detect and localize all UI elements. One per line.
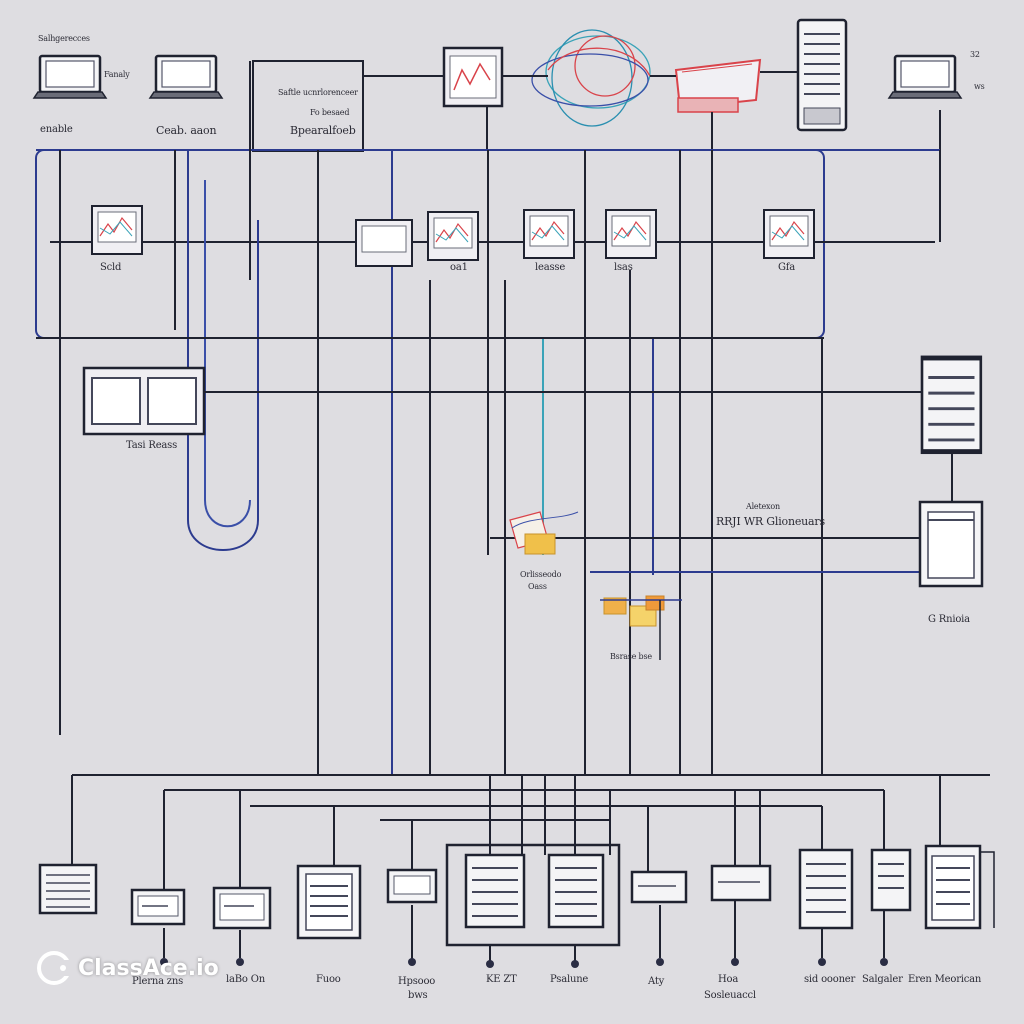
cluster-label-line2: RRJI WR Glioneuars bbox=[716, 515, 825, 528]
gateway-label-line3: Bpearalfoeb bbox=[290, 124, 356, 137]
monitor-panel-5 bbox=[605, 209, 657, 259]
laptop-icon bbox=[386, 868, 438, 904]
gateway-label-line2: Fo besaed bbox=[310, 108, 350, 117]
bottom-label-5: KE ZT bbox=[486, 974, 517, 985]
switch-icon bbox=[630, 870, 688, 904]
classace-logo-icon bbox=[37, 951, 72, 985]
switch-icon bbox=[710, 864, 772, 902]
watermark: ClassAce.io bbox=[36, 948, 219, 988]
panel-1-label: Scld bbox=[100, 262, 122, 273]
gateway-label-line1: Saftle ucnrlorenceer bbox=[278, 88, 358, 97]
server-icon bbox=[918, 500, 984, 588]
server-icon bbox=[798, 848, 854, 930]
bottom-label-11: Eren Meorican bbox=[908, 974, 982, 985]
bottom-label-8-line2: Sosleuaccl bbox=[704, 990, 756, 1001]
bottom-label-3: Fuoo bbox=[316, 974, 341, 985]
access-node-1-label-line2: Oass bbox=[528, 582, 547, 591]
monitor-panel-1 bbox=[91, 205, 143, 255]
monitor-panel-4 bbox=[523, 209, 575, 259]
monitor-panel-6 bbox=[763, 209, 815, 259]
router-icon bbox=[442, 46, 504, 108]
laptop-icon bbox=[887, 54, 963, 100]
server-tower-icon bbox=[796, 18, 848, 132]
cluster-label-line1: Aletexon bbox=[746, 502, 780, 511]
panel-2-label: oa1 bbox=[450, 262, 468, 273]
panel-5-label: Gfa bbox=[778, 262, 796, 273]
monitor-panel-2 bbox=[355, 219, 413, 267]
cloud-icon bbox=[531, 29, 651, 127]
port-dots bbox=[160, 958, 888, 968]
panel-4-label: lsas bbox=[614, 262, 633, 273]
bottom-label-6: Psalune bbox=[550, 974, 589, 985]
gateway-box bbox=[252, 60, 364, 152]
server-icon bbox=[296, 864, 362, 940]
laptop-icon bbox=[148, 54, 224, 100]
laptop-2-label: Ceab. aaon bbox=[156, 124, 217, 137]
top-links bbox=[363, 71, 941, 150]
switch-label: Tasi Reass bbox=[126, 440, 178, 451]
monitor-icon bbox=[212, 886, 272, 930]
server-icon bbox=[38, 863, 98, 915]
caption-top-left: Salhgerecces bbox=[38, 34, 90, 43]
bottom-label-4-line1: Hpsooo bbox=[398, 976, 436, 987]
bottom-label-4-line2: bws bbox=[408, 990, 428, 1001]
monitor-panel-3 bbox=[427, 211, 479, 261]
access-node-2-label: Bsrase bse bbox=[610, 652, 652, 661]
bottom-label-7: Aty bbox=[648, 976, 665, 987]
panel-3-label: leasse bbox=[535, 262, 566, 273]
laptop-1-label: enable bbox=[40, 124, 73, 135]
bottom-label-2: laBo On bbox=[226, 974, 265, 985]
access-node-1-label-line1: Orlisseodo bbox=[520, 570, 562, 579]
laptop-icon bbox=[32, 54, 108, 100]
switch-icon bbox=[82, 366, 206, 436]
rack-enclosure bbox=[445, 843, 621, 947]
server-icon bbox=[924, 844, 995, 930]
top-right-side-label: ws bbox=[974, 82, 985, 91]
access-node-2 bbox=[600, 595, 682, 660]
bottom-label-9: sid oooner bbox=[804, 974, 856, 985]
watermark-text: ClassAce.io bbox=[78, 955, 219, 981]
access-node-1 bbox=[509, 511, 579, 555]
server-icon bbox=[870, 848, 912, 912]
bottom-label-10: Salgaler bbox=[862, 974, 903, 985]
laptop-icon bbox=[130, 888, 186, 926]
laptop-side-label: Fanaly bbox=[104, 70, 130, 79]
bottom-drops bbox=[71, 775, 941, 962]
server-icon bbox=[922, 358, 981, 452]
firewall-icon bbox=[674, 58, 762, 113]
right-caption: G Rnioia bbox=[928, 614, 970, 625]
bottom-label-1: Plerna zns bbox=[132, 976, 184, 987]
backbone-lines bbox=[35, 61, 990, 776]
top-right-tag: 32 bbox=[970, 50, 980, 59]
bottom-label-8-line1: Hoa bbox=[718, 974, 739, 985]
